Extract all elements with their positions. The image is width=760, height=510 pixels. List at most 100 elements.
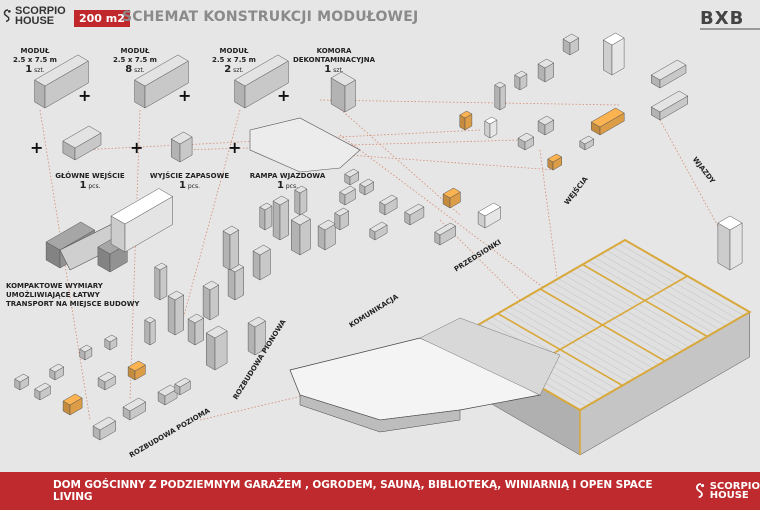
vestibule-module-top — [547, 153, 563, 163]
horizontal-module-top — [127, 360, 146, 372]
horizontal-module-top — [14, 373, 30, 383]
vertical-module-front — [209, 284, 219, 321]
connection-line — [539, 149, 561, 301]
footer-brand-line1: SCORPIO — [709, 481, 760, 492]
footer-tagline: DOM GOŚCINNY Z PODZIEMNYM GARAŻEM , OGRO… — [53, 479, 653, 503]
vestibule-module-top — [459, 110, 473, 119]
driveway-module-top — [650, 59, 687, 81]
vertical-module-side — [227, 267, 236, 301]
vertical-module-side — [222, 230, 231, 271]
vestibule-module-top — [477, 202, 502, 217]
driveway-module-top — [590, 107, 625, 128]
connection-line — [129, 109, 141, 401]
vertical-module-side — [259, 206, 266, 231]
plus-sign: + — [78, 86, 92, 105]
module-8x-top — [134, 54, 189, 87]
vertical-module-side — [247, 322, 256, 356]
garage-ramp-edge — [299, 394, 461, 433]
studio-logo: BXB — [700, 8, 745, 29]
vertical-module-front — [159, 265, 168, 301]
vertical-module-side — [154, 266, 161, 301]
connection-line — [329, 99, 461, 216]
module-2x-top — [234, 54, 289, 87]
vertical-module-front — [279, 199, 289, 241]
connection-line — [179, 139, 521, 151]
horizontal-module-top — [97, 371, 116, 383]
vertical-module-top — [205, 325, 228, 339]
vertical-module-side — [202, 285, 211, 321]
horizontal-module-top — [122, 397, 147, 412]
driveway-module-top — [650, 90, 689, 113]
communication-stairs — [419, 317, 561, 396]
vertical-module-side — [144, 319, 151, 346]
communication-module-top — [404, 203, 425, 216]
entrance-module-front — [499, 84, 506, 111]
communication-module-top — [379, 194, 398, 206]
vertical-module-top — [154, 262, 168, 271]
vertical-module-top — [187, 313, 205, 324]
truck-cab-top — [45, 221, 96, 251]
footer-banner: DOM GOŚCINNY Z PODZIEMNYM GARAŻEM , OGRO… — [0, 472, 760, 510]
entrance-module-top — [494, 81, 506, 89]
vertical-module-top — [259, 202, 273, 211]
vertical-module-top — [334, 207, 350, 217]
vertical-module-top — [144, 316, 156, 324]
vertical-module-top — [272, 195, 290, 206]
footer-brand-line2: HOUSE — [709, 490, 749, 501]
vertical-module-top — [202, 280, 220, 291]
horizontal-module-top — [79, 344, 93, 353]
plus-sign: + — [30, 138, 44, 157]
communication-module-top — [359, 178, 375, 188]
vertical-module-top — [167, 290, 185, 301]
entrance-module-top — [537, 58, 555, 69]
vertical-module-side — [252, 250, 261, 281]
horizontal-module-top — [92, 416, 117, 431]
transport-note: KOMPAKTOWE WYMIARY UMOŻLIWIAJĄCE ŁATWY T… — [6, 282, 140, 308]
communication-module-top — [369, 221, 388, 233]
scorpion-icon — [3, 9, 11, 23]
horizontal-module-top — [157, 384, 178, 397]
brand-line1: SCORPIO — [15, 5, 66, 17]
main-entrance-top — [62, 125, 102, 149]
entrance-module-side — [494, 84, 501, 111]
vertical-module-front — [149, 319, 156, 346]
driveway-unit-side — [603, 39, 613, 76]
horizontal-module-top — [49, 363, 65, 373]
vertical-module-top — [222, 225, 240, 236]
vertical-module-front — [299, 188, 308, 216]
scorpion-icon — [695, 483, 704, 499]
entrance-tower-side — [717, 222, 731, 271]
connection-line — [319, 99, 621, 106]
brand-line2: HOUSE — [15, 15, 55, 27]
vertical-module-front — [234, 266, 244, 301]
plus-sign: + — [178, 86, 192, 105]
studio-logo-subline — [700, 28, 760, 30]
plus-sign: + — [228, 138, 242, 157]
entrance-module-top — [537, 115, 555, 126]
horizontal-module-top — [62, 393, 83, 406]
entrance-module-top — [579, 135, 595, 145]
horizontal-module-top — [104, 334, 118, 343]
horizontal-module-top — [34, 382, 51, 393]
vestibule-module-top — [442, 187, 461, 199]
container-trailer-top — [110, 188, 174, 225]
vertical-module-top — [247, 316, 266, 328]
vestibule-module-top — [484, 116, 498, 125]
plus-sign: + — [277, 86, 291, 105]
vertical-module-side — [291, 219, 301, 256]
driveway-unit-top — [602, 32, 625, 46]
driveway-ramp — [249, 117, 361, 173]
entrance-module-top — [562, 33, 580, 44]
communication-module-top — [344, 168, 360, 178]
communication-module-top — [339, 185, 356, 196]
entrance-tower-front — [729, 222, 743, 271]
